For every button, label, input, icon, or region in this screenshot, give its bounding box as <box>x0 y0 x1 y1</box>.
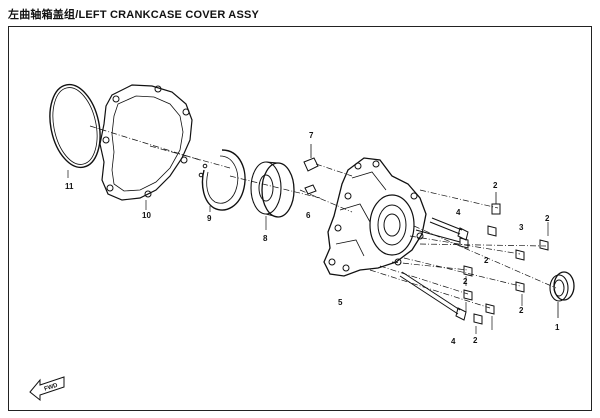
callout-2-middle: 2 <box>484 256 489 265</box>
page-title: 左曲轴箱盖组/LEFT CRANKCASE COVER ASSY <box>8 9 260 21</box>
callout-8: 8 <box>263 234 268 243</box>
circlip-part-9 <box>198 149 246 211</box>
crankcase-cover-part-5 <box>323 157 427 277</box>
callout-11: 11 <box>65 182 74 191</box>
bolt-3 <box>515 249 525 261</box>
callout-2-left: 2 <box>463 277 468 286</box>
dowel-pin-part-7 <box>303 144 319 172</box>
bolt-row-a <box>415 225 549 251</box>
callout-2-upper: 2 <box>493 181 498 190</box>
fwd-label: FWD <box>44 383 59 393</box>
callout-2-right: 2 <box>545 214 550 223</box>
callout-numbers: 11 10 9 8 7 6 5 2 4 2 3 2 2 2 1 2 4 <box>65 131 560 346</box>
assembly-leader-lines <box>89 125 557 309</box>
callout-2-bottom: 2 <box>473 336 478 345</box>
cover-bolts <box>399 192 549 325</box>
callout-1: 1 <box>555 323 560 332</box>
callout-5: 5 <box>338 298 343 307</box>
callout-10: 10 <box>142 211 151 220</box>
o-ring-part-11 <box>49 83 101 169</box>
oil-seal-part-1 <box>549 271 575 318</box>
fwd-arrow-icon: FWD <box>29 376 65 402</box>
callout-2-lower-right: 2 <box>519 306 524 315</box>
callout-4-upper: 4 <box>456 208 461 217</box>
bolt-row-b <box>463 265 525 315</box>
gasket-part-10 <box>99 84 193 201</box>
dowel-pin-part-6 <box>304 184 317 195</box>
bolt-upper-2 <box>491 192 501 215</box>
callout-7: 7 <box>309 131 314 140</box>
bearing-part-8 <box>250 161 295 218</box>
bolt-4-upper <box>429 217 469 241</box>
drawing-frame <box>8 26 592 411</box>
callout-3: 3 <box>519 223 524 232</box>
bolt-4-lower <box>399 271 483 325</box>
callout-9: 9 <box>207 214 212 223</box>
callout-leaders <box>67 170 549 334</box>
callout-6: 6 <box>306 211 311 220</box>
callout-4-lower: 4 <box>451 337 456 346</box>
